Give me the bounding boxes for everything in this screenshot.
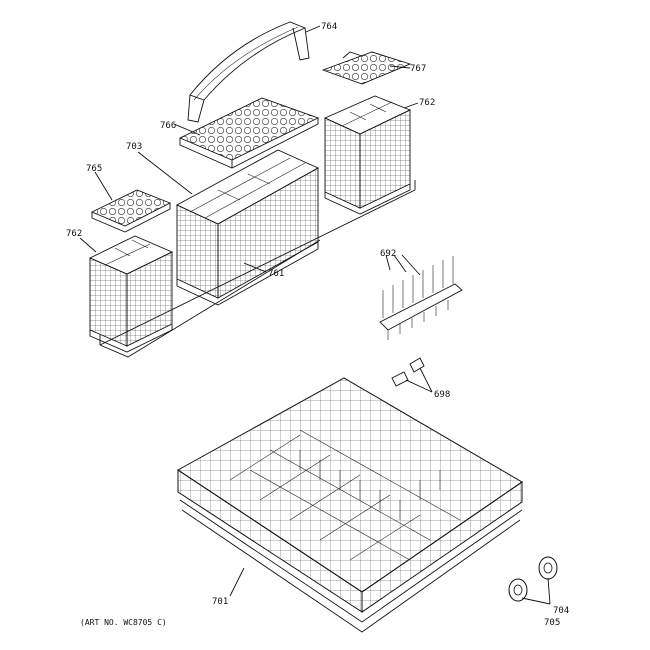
label-761: 761 [268, 269, 284, 279]
part-labels: 764 767 762 766 703 765 762 761 692 698 … [66, 22, 569, 628]
basket-cover-765 [90, 189, 172, 233]
label-703: 703 [126, 142, 142, 152]
basket-cover-767 [321, 51, 412, 85]
label-705: 705 [544, 618, 560, 628]
small-basket-762-right [323, 95, 412, 215]
label-767: 767 [410, 64, 426, 74]
basket-handle-764 [187, 21, 310, 123]
label-698: 698 [434, 390, 450, 400]
wheels-704-705 [508, 556, 558, 602]
lower-rack-701 [177, 377, 523, 633]
small-basket-762-left [88, 235, 174, 353]
label-692: 692 [380, 249, 396, 259]
basket-cover-766 [178, 97, 320, 169]
label-764: 764 [321, 22, 337, 32]
label-766: 766 [160, 121, 176, 131]
center-basket-703 [175, 149, 319, 306]
rack-clips-698 [391, 357, 425, 387]
label-701: 701 [212, 597, 228, 607]
label-762-right: 762 [419, 98, 435, 108]
label-762-left: 762 [66, 229, 82, 239]
leader-lines [79, 25, 551, 605]
art-number: (ART NO. WC8705 C) [80, 618, 167, 627]
label-765: 765 [86, 164, 102, 174]
label-704: 704 [553, 606, 569, 616]
tine-row-692 [379, 256, 463, 340]
